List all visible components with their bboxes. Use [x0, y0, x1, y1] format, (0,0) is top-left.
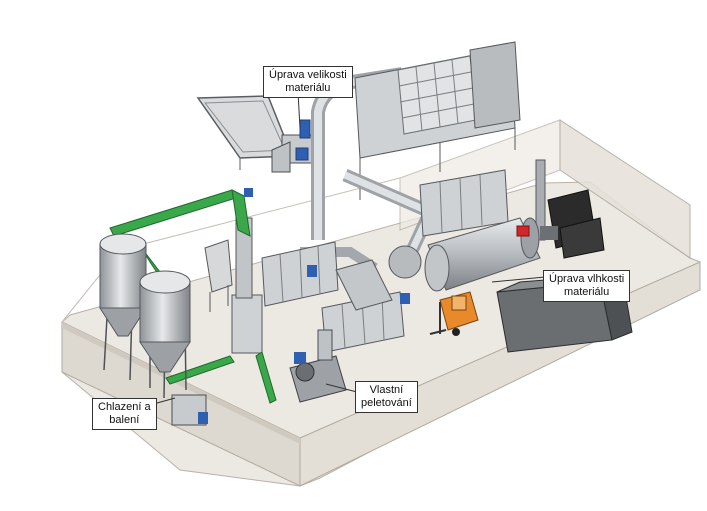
- lower-dryer-modules: [261, 241, 410, 353]
- forklift: [429, 291, 479, 336]
- middle-dryer-module: [419, 169, 509, 237]
- callout-cooling-line2: balení: [109, 414, 140, 426]
- burner-unit: [540, 189, 605, 259]
- callout-cooling-packing: Chlazení a balení: [92, 398, 157, 430]
- callout-size-preparation: Úprava velikosti materiálu: [263, 66, 353, 98]
- callout-pelletizing: Vlastní peletování: [355, 381, 418, 413]
- rotary-drum-dryer: [388, 217, 541, 292]
- callout-leaders: [149, 91, 546, 406]
- callout-moisture-preparation: Úprava vlhkosti materiálu: [543, 270, 631, 302]
- callout-moisture-line1: Úprava vlhkosti: [549, 273, 625, 285]
- callout-moisture-line2: materiálu: [563, 286, 610, 298]
- callout-pelletizing-line2: peletování: [361, 397, 412, 409]
- pellet-press: [289, 329, 347, 403]
- silos: [99, 233, 191, 399]
- filter-column: [204, 217, 263, 354]
- callout-size-line2: materiálu: [285, 82, 331, 94]
- upper-dryer-bed: [354, 41, 521, 200]
- callout-cooling-line1: Chlazení a: [98, 401, 151, 413]
- callout-size-line1: Úprava velikosti: [269, 69, 347, 81]
- green-conveyors: [109, 188, 277, 404]
- callout-pelletizing-line1: Vlastní: [369, 384, 404, 396]
- packing-unit: [171, 394, 208, 426]
